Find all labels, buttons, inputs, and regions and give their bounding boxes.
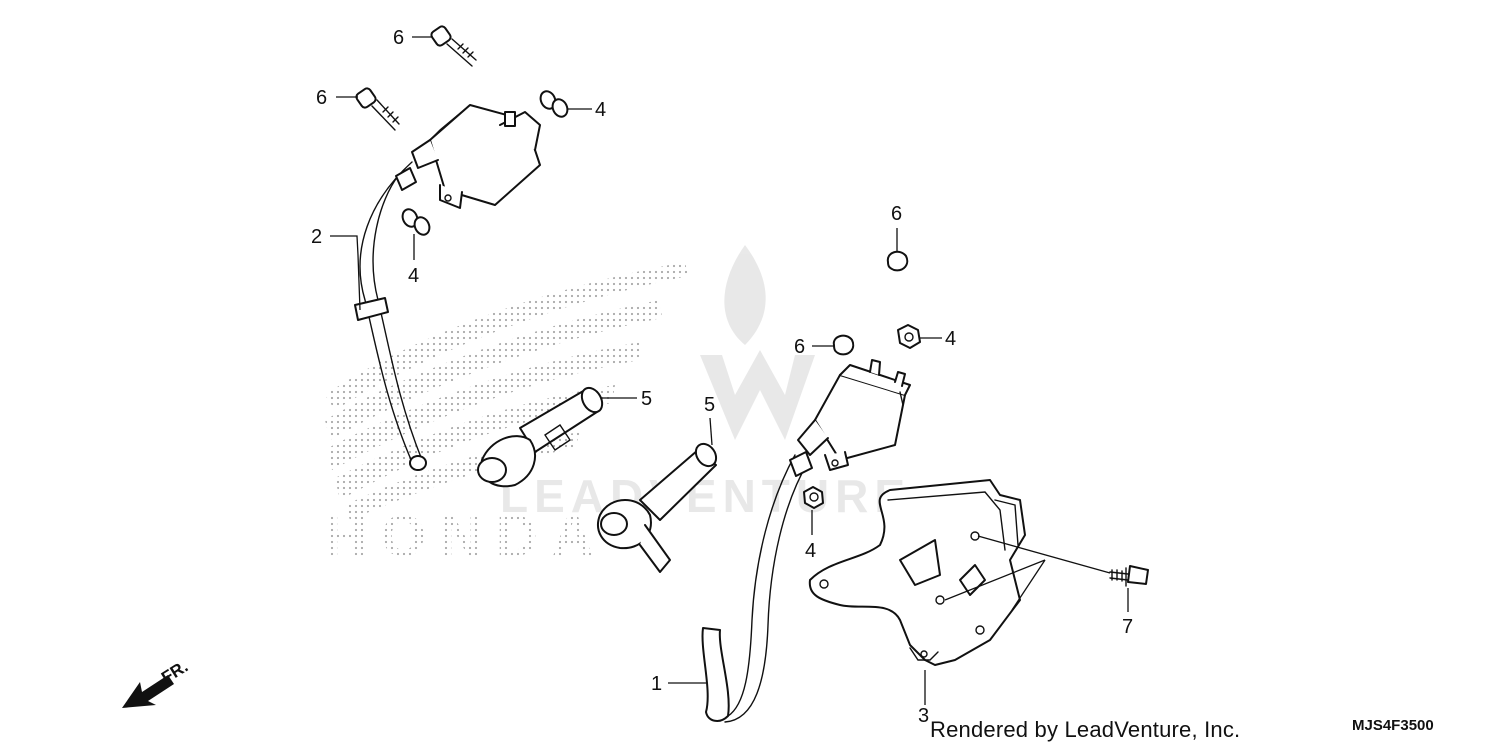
hose-right [701, 451, 813, 723]
hose-left [354, 161, 427, 471]
callout-bolt-right: 7 [1122, 616, 1133, 638]
bolt-right [1109, 565, 1149, 587]
callout-cap-center: 5 [704, 394, 715, 416]
bolt-top [430, 25, 477, 67]
callout-washer-top-right: 4 [595, 99, 606, 121]
bolt-left [355, 87, 400, 131]
diagram-code: MJS4F3500 [1352, 717, 1434, 734]
cap-nut-mid [832, 334, 855, 356]
callout-hose-right: 1 [651, 673, 662, 695]
callout-numbers: 6 6 4 2 4 5 5 6 6 4 4 7 1 3 [311, 27, 1133, 727]
honda-watermark-text: HONDA [325, 504, 608, 569]
cap-nut-top [886, 250, 909, 272]
plug-cap-center [597, 442, 718, 573]
washer-top-right [539, 90, 569, 118]
ignition-coil-left [411, 104, 541, 209]
callout-bracket: 3 [918, 705, 929, 727]
credit-text: Rendered by LeadVenture, Inc. [930, 717, 1241, 742]
plug-cap-left [477, 386, 604, 488]
callout-cap-right-top: 6 [891, 203, 902, 225]
front-direction-arrow: FR. [122, 657, 191, 708]
callout-hose-left: 2 [311, 226, 322, 248]
callout-bolt-top: 6 [393, 27, 404, 49]
callout-washer-left: 4 [408, 265, 419, 287]
callout-nut-lower: 4 [805, 540, 816, 562]
ignition-coil-right [797, 359, 911, 471]
hex-nut-lower [803, 486, 824, 509]
callout-bolt-left: 6 [316, 87, 327, 109]
washer-left [401, 208, 431, 236]
leader-lines [330, 36, 1129, 705]
callout-cap-left: 5 [641, 388, 652, 410]
leadventure-watermark-text: LEADVENTURE [500, 470, 911, 522]
hex-nut-right [897, 324, 921, 349]
callout-nut-right: 4 [945, 328, 956, 350]
callout-cap-right-mid: 6 [794, 336, 805, 358]
